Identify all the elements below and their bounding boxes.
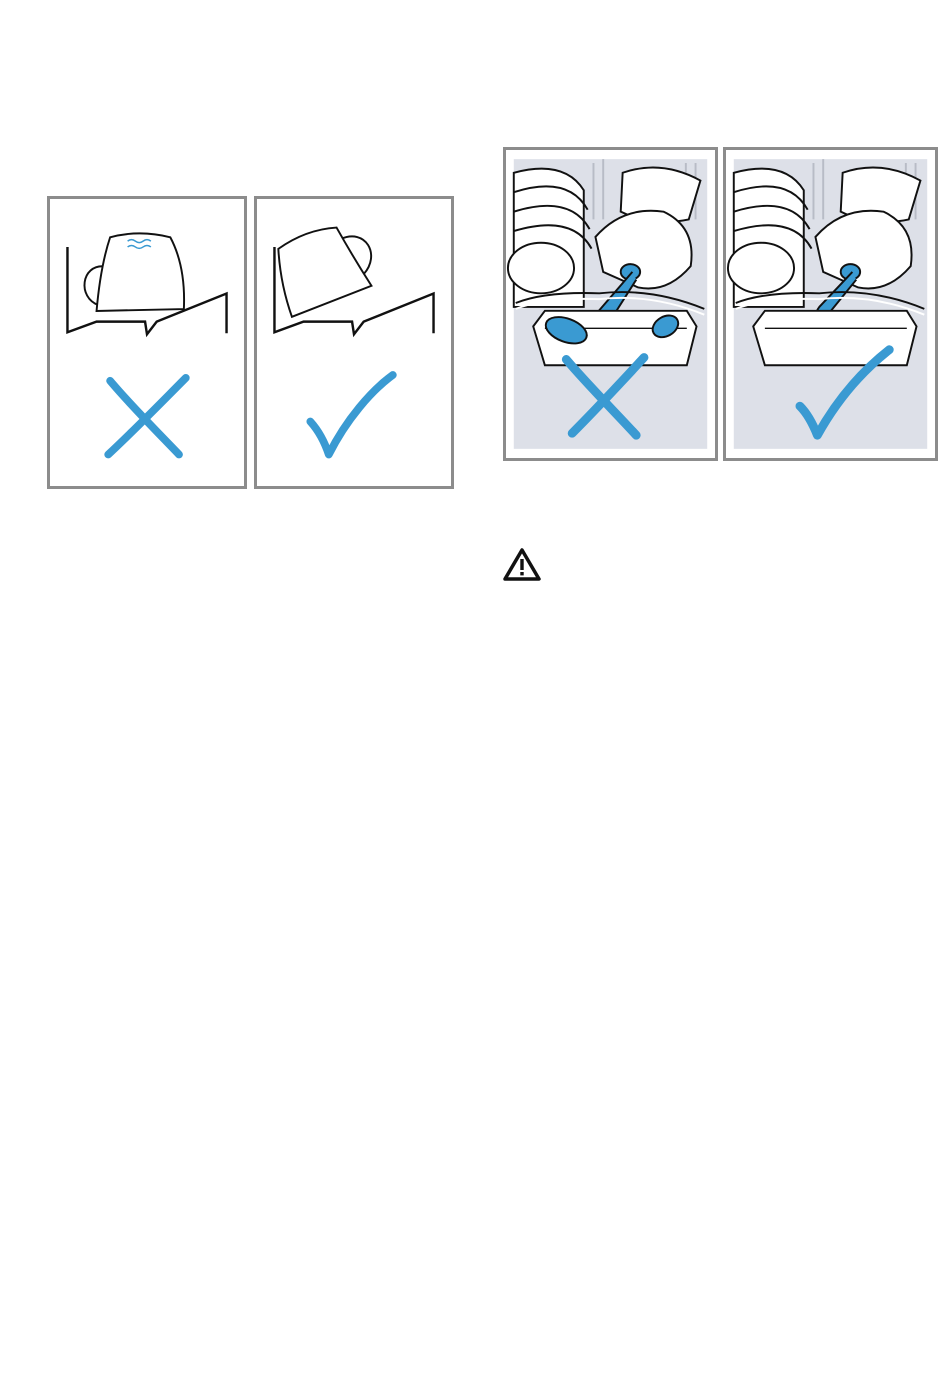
cup-wrong-illustration — [47, 196, 247, 489]
cup-right-drawing — [257, 199, 451, 486]
cup-wrong-drawing — [50, 199, 244, 486]
tray — [753, 311, 916, 365]
basket-right-illustration — [723, 147, 938, 461]
warning-triangle-icon — [502, 547, 542, 582]
cup-body — [97, 233, 185, 311]
basket-wrong-illustration — [503, 147, 718, 461]
plate — [508, 243, 574, 294]
basket-wrong-drawing — [506, 150, 715, 458]
cup-right-illustration — [254, 196, 454, 489]
plate — [728, 243, 794, 294]
basket-right-drawing — [726, 150, 935, 458]
check-icon — [310, 375, 392, 455]
